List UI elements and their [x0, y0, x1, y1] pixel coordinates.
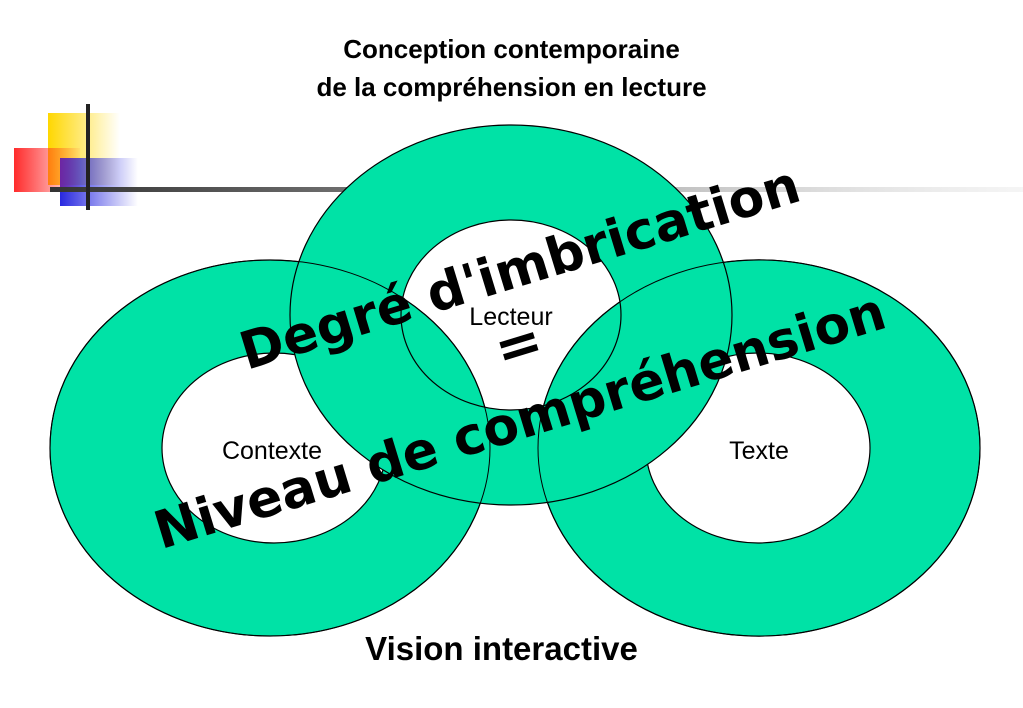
label-texte: Texte	[729, 437, 789, 465]
deco-red-square	[14, 148, 80, 192]
label-contexte: Contexte	[222, 437, 322, 465]
ring-texte-outline	[537, 259, 981, 637]
rings	[49, 124, 981, 637]
label-lecteur: Lecteur	[469, 303, 552, 331]
diagram-caption: Vision interactive	[365, 630, 638, 667]
ring-lecteur	[289, 124, 733, 506]
slide-title: Conception contemporaine de la compréhen…	[0, 30, 1023, 106]
deco-vertical-line	[86, 104, 90, 210]
title-line-2: de la compréhension en lecture	[316, 72, 707, 102]
ring-contexte-outline	[49, 259, 491, 637]
title-line-1: Conception contemporaine	[343, 34, 680, 64]
